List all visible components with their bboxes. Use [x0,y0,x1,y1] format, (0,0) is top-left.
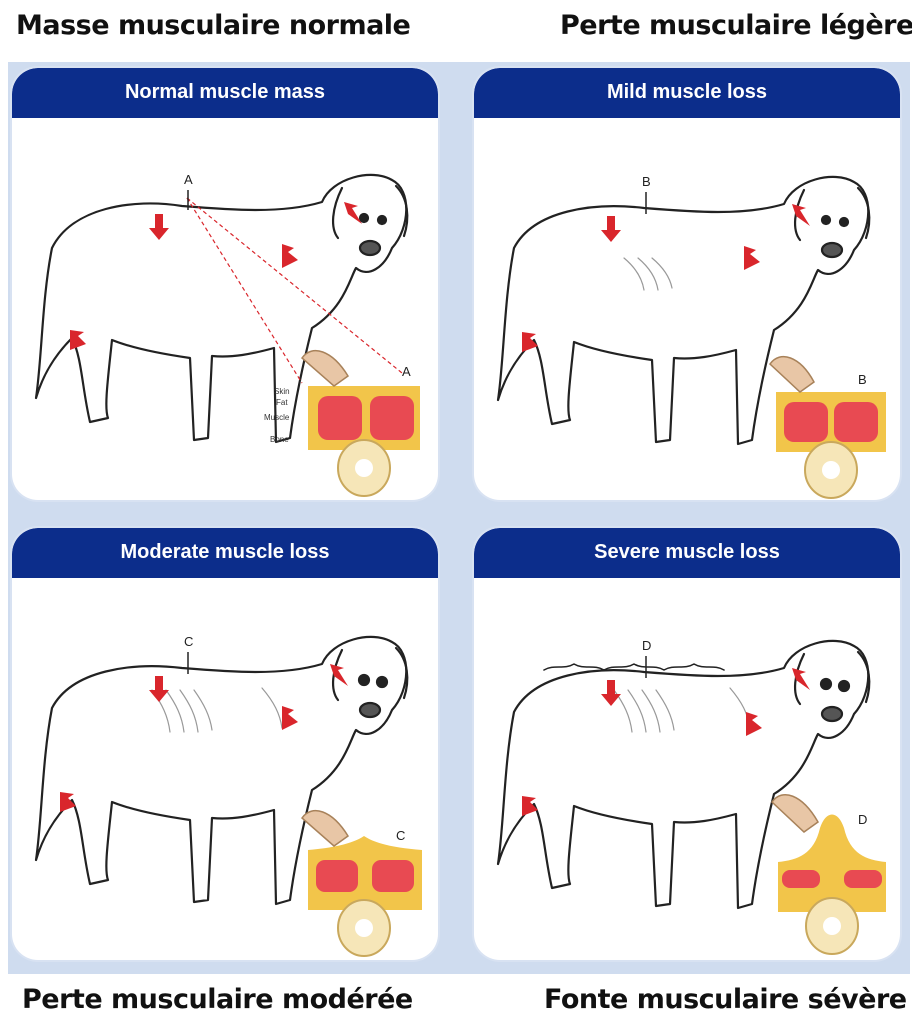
cross-section-marker: A [402,364,411,379]
dog-illustration-moderate: C C [12,578,438,960]
marker-label: C [184,634,193,649]
panel-mild: Mild muscle loss B B [474,68,900,500]
panel-severe: Severe muscle loss D [474,528,900,960]
panel-moderate: Moderate muscle loss C [12,528,438,960]
dog-illustration-severe: D D [474,578,900,960]
label-fat: Fat [276,398,288,407]
panel-title: Normal muscle mass [12,68,438,118]
marker-label: B [642,174,651,189]
marker-label: A [184,172,193,187]
label-muscle: Muscle [264,413,290,422]
caption-top-right: Perte musculaire légère [560,10,912,41]
label-bone: Bone [270,435,289,444]
label-skin: Skin [274,387,290,396]
caption-bottom-right: Fonte musculaire sévère [544,984,907,1015]
caption-bottom-left: Perte musculaire modérée [22,984,413,1015]
panel-title: Moderate muscle loss [12,528,438,578]
caption-top-left: Masse musculaire normale [16,10,410,41]
cross-section-marker: D [858,812,867,827]
cross-section-marker: B [858,372,867,387]
cross-section-marker: C [396,828,405,843]
panel-normal: Normal muscle mass A Skin [12,68,438,500]
panel-title: Mild muscle loss [474,68,900,118]
dog-illustration-mild: B B [474,118,900,500]
marker-label: D [642,638,651,653]
dog-illustration-normal: A Skin Fat Muscle Bone A [12,118,438,500]
panel-title: Severe muscle loss [474,528,900,578]
